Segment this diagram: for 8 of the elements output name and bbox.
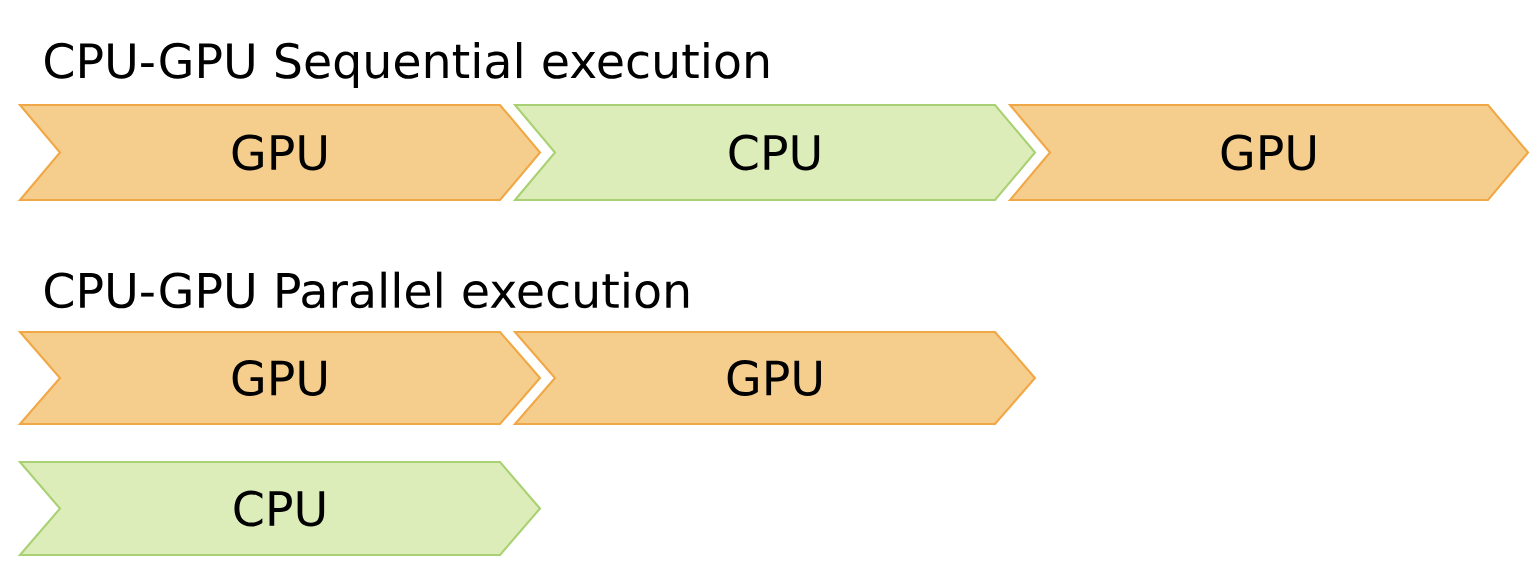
chevron-box: GPU: [17, 103, 542, 202]
chevron-box: GPU: [512, 330, 1037, 426]
chevron-box: CPU: [17, 460, 542, 557]
section-heading: CPU-GPU Parallel execution: [45, 271, 689, 309]
chevron-box: GPU: [1007, 103, 1530, 202]
chevron-box: GPU: [17, 330, 542, 426]
section-heading: CPU-GPU Sequential execution: [45, 42, 769, 88]
chevron-box: CPU: [512, 103, 1037, 202]
